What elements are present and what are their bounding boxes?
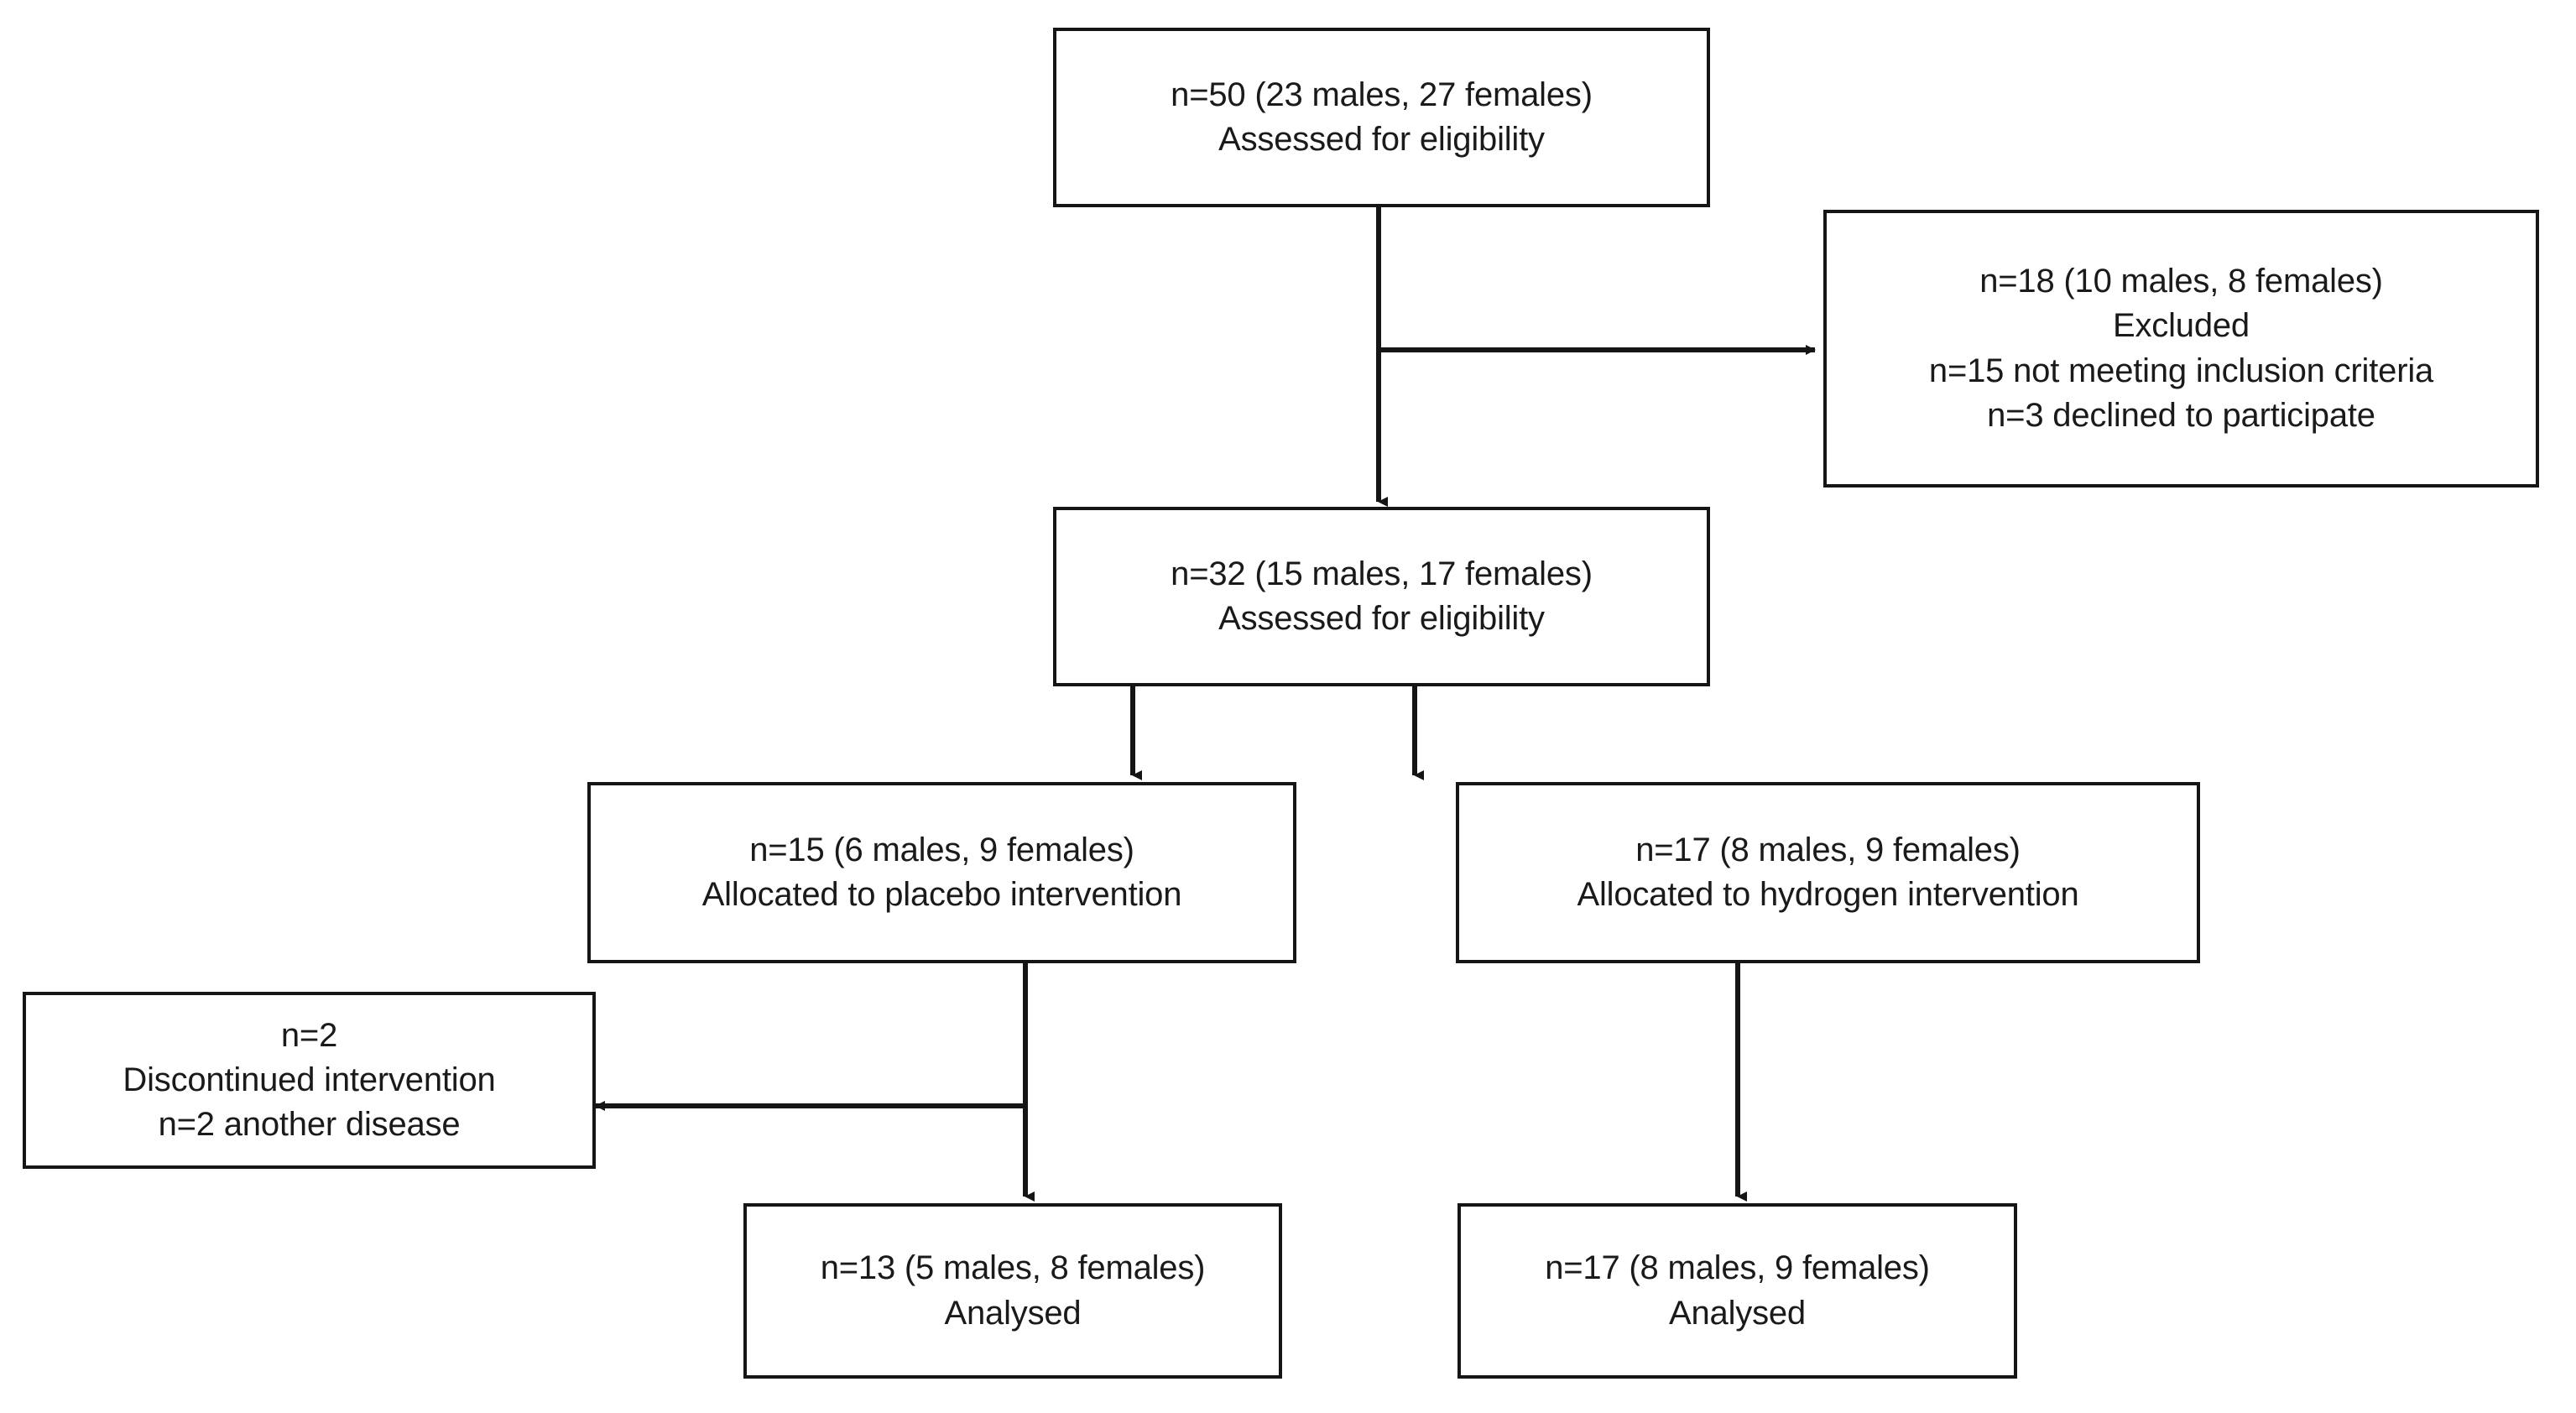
box-text-line: n=15 (6 males, 9 females) [749,831,1134,868]
box-text-line: n=32 (15 males, 17 females) [1171,555,1593,592]
box-text-line: Excluded [2113,307,2250,345]
box-text-line: Analysed [1669,1294,1806,1332]
analysed-placebo-box: n=13 (5 males, 8 females) Analysed [743,1203,1282,1379]
box-text-line: Allocated to hydrogen intervention [1577,876,2079,913]
box-text-line: Allocated to placebo intervention [701,876,1182,913]
box-text-line: Discontinued intervention [123,1061,496,1098]
box-text-line: n=50 (23 males, 27 females) [1171,76,1593,113]
box-text-line: Analysed [944,1294,1082,1332]
analysed-hydrogen-box: n=17 (8 males, 9 females) Analysed [1457,1203,2017,1379]
assessed-eligibility-second-box: n=32 (15 males, 17 females) Assessed for… [1053,507,1710,686]
box-text-line: n=3 declined to participate [1987,396,2375,434]
box-text-line: n=2 [280,1016,338,1054]
box-text-line: Assessed for eligibility [1218,121,1545,158]
box-text-line: n=2 another disease [158,1106,461,1144]
discontinued-intervention-box: n=2 Discontinued intervention n=2 anothe… [23,992,596,1169]
box-text-line: n=18 (10 males, 8 females) [1979,263,2383,300]
box-text-line: Assessed for eligibility [1218,600,1545,637]
allocated-placebo-box: n=15 (6 males, 9 females) Allocated to p… [587,782,1296,963]
box-text-line: n=17 (8 males, 9 females) [1635,831,2021,868]
box-text-line: n=17 (8 males, 9 females) [1545,1249,1930,1287]
assessed-eligibility-top-box: n=50 (23 males, 27 females) Assessed for… [1053,28,1710,207]
box-text-line: n=13 (5 males, 8 females) [820,1249,1206,1287]
allocated-hydrogen-box: n=17 (8 males, 9 females) Allocated to h… [1456,782,2200,963]
box-text-line: n=15 not meeting inclusion criteria [1928,352,2434,389]
excluded-box: n=18 (10 males, 8 females) Excluded n=15… [1823,210,2539,488]
